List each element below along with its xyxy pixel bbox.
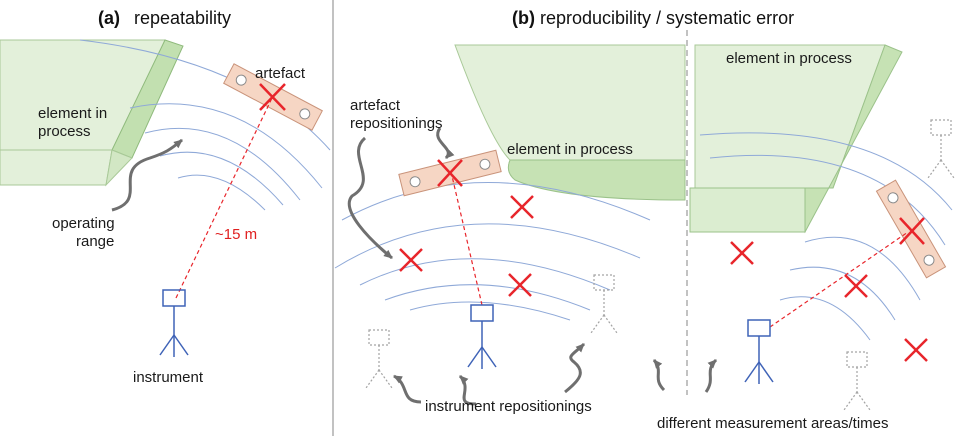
element-label-a-1: element in <box>38 105 107 122</box>
target-marker-a <box>259 83 286 111</box>
instrument-b-right <box>744 319 774 384</box>
operating-range-arcs-b-left <box>334 182 651 321</box>
element-in-process-a <box>0 39 184 187</box>
distance-label: ~15 m <box>215 226 257 243</box>
annotation-arrows-b <box>347 127 718 406</box>
operating-label-1: operating <box>52 215 115 232</box>
operating-range-arcs-b-right <box>699 132 953 341</box>
distance-line-a <box>175 97 273 299</box>
artefact-rep-label-1: artefact <box>350 97 401 114</box>
panel-b-title: reproducibility / systematic error <box>540 8 794 28</box>
panel-b-tag: (b) <box>512 8 535 28</box>
panel-a: (a) repeatability artefact element in pr… <box>0 8 331 386</box>
instrument-label-a: instrument <box>133 369 204 386</box>
measurement-line-b-left <box>451 175 483 306</box>
instrument-a <box>159 289 189 357</box>
measurement-line-b-right <box>769 231 909 328</box>
different-areas-label: different measurement areas/times <box>657 415 889 432</box>
artefact-a <box>223 63 323 131</box>
operating-range-arrow <box>111 138 183 212</box>
instrument-b-left <box>467 304 497 369</box>
artefact-b-left <box>398 149 502 197</box>
element-label-b-left: element in process <box>507 141 633 158</box>
element-label-b-right: element in process <box>726 50 852 67</box>
element-in-process-b-left <box>454 44 686 201</box>
panel-a-title: repeatability <box>134 8 231 28</box>
operating-label-2: range <box>76 233 114 250</box>
instrument-repositionings-label: instrument repositionings <box>425 398 592 415</box>
element-label-a-2: process <box>38 123 91 140</box>
artefact-b-right <box>875 179 947 279</box>
panel-a-tag: (a) <box>98 8 120 28</box>
target-markers-b <box>399 195 928 362</box>
artefact-label-a: artefact <box>255 65 306 82</box>
artefact-rep-label-2: repositionings <box>350 115 443 132</box>
element-in-process-b-right <box>689 44 903 234</box>
ghost-instruments <box>365 119 955 411</box>
panel-b: (b) reproducibility / systematic error a… <box>334 8 955 432</box>
